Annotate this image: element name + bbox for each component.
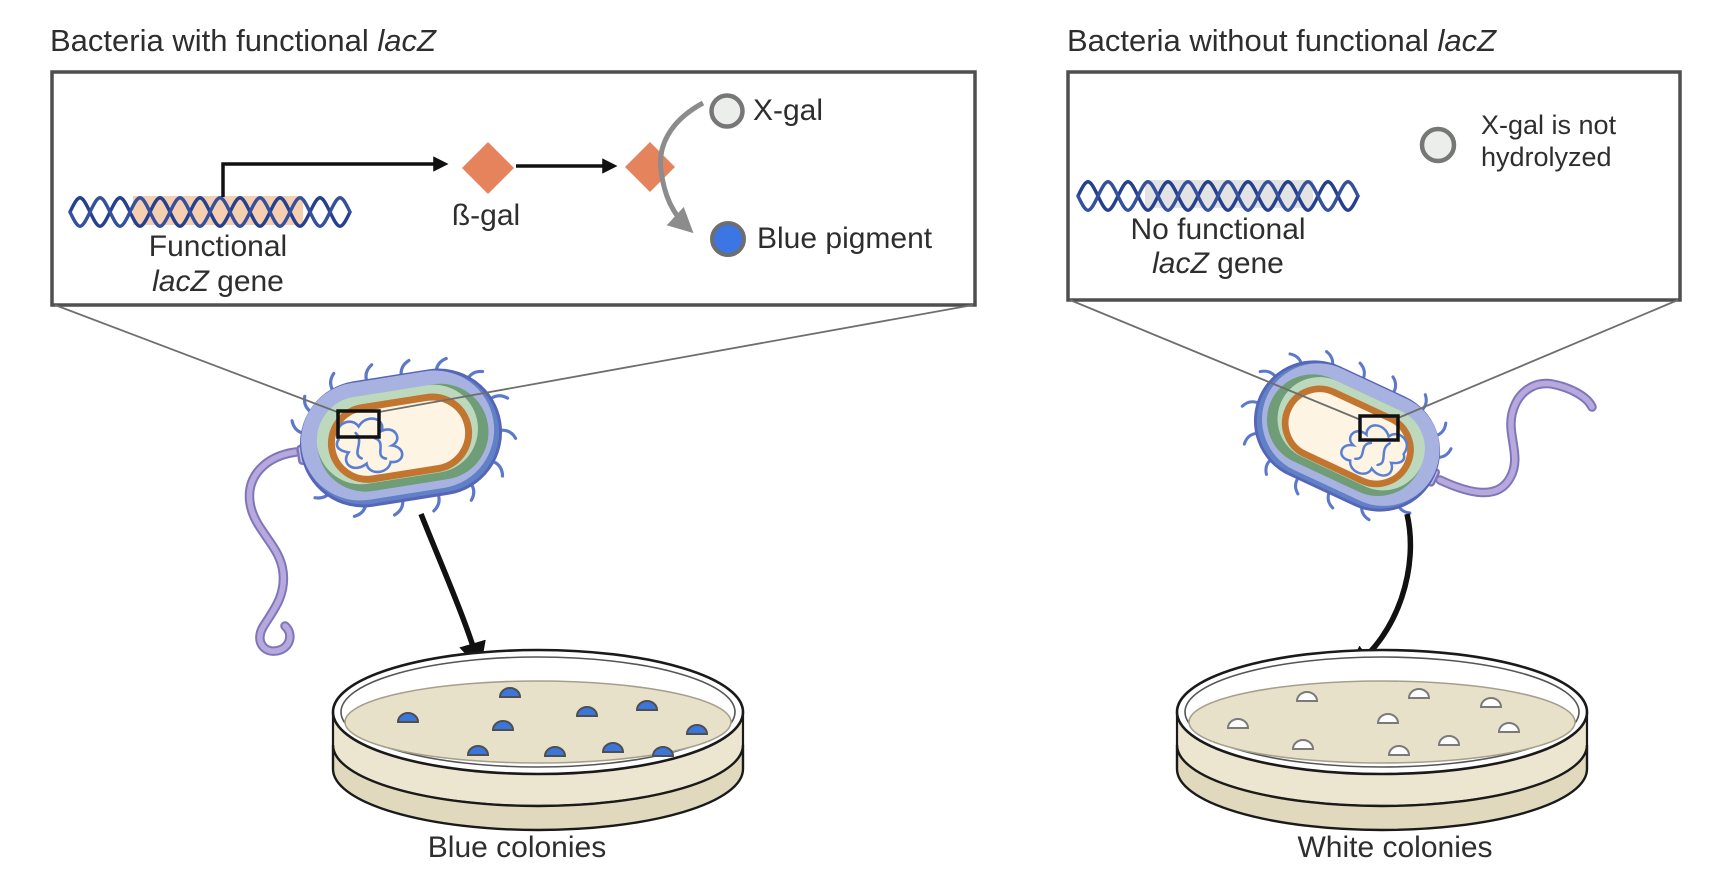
colony <box>1295 691 1319 702</box>
colony <box>1291 739 1315 750</box>
colony <box>491 720 515 731</box>
beta-gal-enzyme-icon <box>462 142 514 194</box>
left-panel-title: Bacteria with functional lacZ <box>50 23 436 58</box>
xgal-label: X-gal <box>753 94 824 127</box>
white-colony-group <box>1226 688 1521 756</box>
colony <box>543 746 567 757</box>
left-inset-box <box>50 70 977 307</box>
xgal-molecule-icon <box>709 93 745 129</box>
colony <box>575 706 599 717</box>
blue-pigment-label: Blue pigment <box>757 222 933 255</box>
colony <box>498 687 522 698</box>
petri-dish-blue <box>331 648 745 832</box>
colony <box>601 742 625 753</box>
transcription-arrow <box>221 156 449 197</box>
hydrolysis-arrow <box>658 100 705 234</box>
plating-arrow <box>418 512 486 670</box>
colony <box>1226 718 1250 729</box>
colony <box>1376 713 1400 724</box>
petri-dish-white <box>1175 648 1589 832</box>
xgal-molecule-icon <box>1419 126 1457 164</box>
nucleoid-dna <box>1340 424 1409 477</box>
bacterium-without-lacz <box>1240 350 1453 522</box>
right-gene-diagram <box>1076 180 1360 212</box>
colony <box>1497 722 1521 733</box>
dish-base <box>1175 744 1589 832</box>
blue-colonies-label: Blue colonies <box>427 831 607 864</box>
colony <box>1387 745 1411 756</box>
colony <box>466 745 490 756</box>
colony <box>651 746 675 757</box>
dish-base <box>331 744 745 832</box>
zoom-region-rect <box>336 409 381 439</box>
blue-pigment-icon <box>710 221 746 257</box>
left-flagellum <box>244 447 301 656</box>
dna-helix-strand <box>1076 180 1360 212</box>
dish-lid-inner-line <box>340 656 736 768</box>
beta-gal-label: ß-gal <box>451 199 521 232</box>
colony <box>396 712 420 723</box>
plating-arrow <box>1345 513 1414 673</box>
colony <box>1479 697 1503 708</box>
colony <box>635 700 659 711</box>
right-flagellum <box>1435 378 1597 498</box>
agar-surface <box>344 680 732 764</box>
blue-colony-group <box>396 687 709 757</box>
right-panel-title: Bacteria without functional lacZ <box>1067 23 1497 58</box>
colony <box>1407 688 1431 699</box>
bacterium-with-lacz <box>290 356 518 518</box>
zoom-region-rect <box>1358 414 1400 442</box>
zoom-callout-lines <box>54 299 1679 421</box>
colony <box>685 724 709 735</box>
colony <box>1437 735 1461 746</box>
plasma-membrane <box>1281 385 1414 488</box>
white-colonies-label: White colonies <box>1297 831 1493 864</box>
dish-lid-inner-line <box>1184 656 1580 768</box>
dna-helix-strand <box>68 196 352 228</box>
left-gene-diagram <box>68 196 352 228</box>
plasma-membrane <box>327 393 473 483</box>
